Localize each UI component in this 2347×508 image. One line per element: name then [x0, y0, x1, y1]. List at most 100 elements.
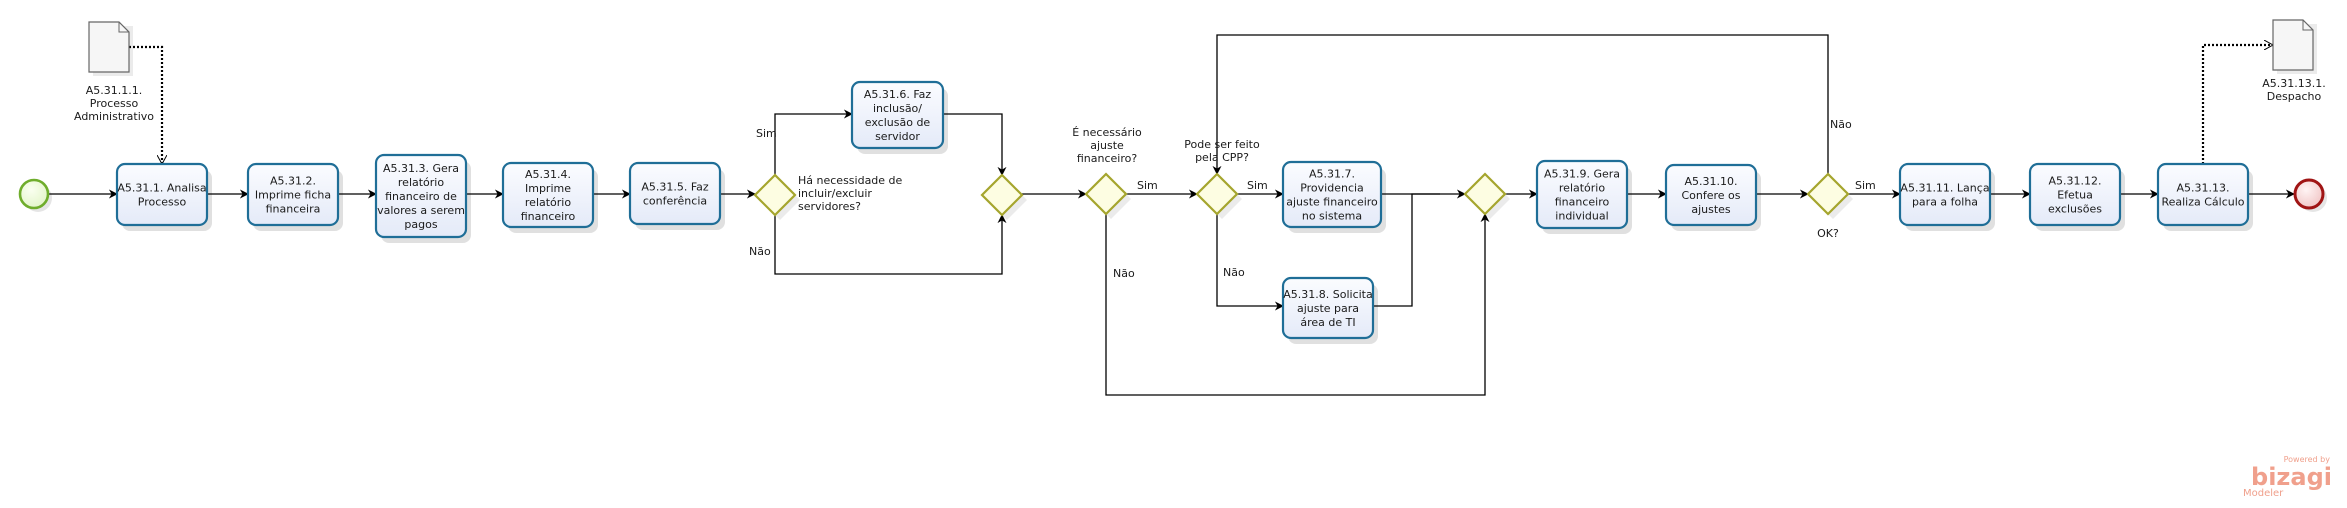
sequence-flows — [48, 34, 2295, 396]
gateway-label-line: servidores? — [798, 200, 861, 213]
task-label-line: Efetua — [2057, 189, 2093, 202]
gateway-g6[interactable] — [1806, 172, 1853, 219]
task-label-line: área de TI — [1300, 316, 1355, 329]
task-box[interactable] — [1664, 163, 1758, 227]
document-fold — [2302, 20, 2313, 31]
task-label-line: A5.31.4. — [525, 168, 571, 181]
task-label-line: relatório — [1559, 182, 1605, 195]
flow-g3-nao-g5 — [1105, 213, 1490, 396]
task-label-line: A5.31.10. — [1684, 175, 1737, 188]
end-event[interactable] — [2293, 178, 2325, 210]
task-label-line: A5.31.8. Solicita — [1283, 288, 1373, 301]
task-box[interactable] — [374, 153, 468, 239]
task-label-line: A5.31.9. Gera — [1544, 168, 1620, 181]
task-label-line: exclusão de — [865, 116, 931, 129]
task-box[interactable] — [628, 161, 722, 226]
task-label-line: Confere os — [1681, 189, 1740, 202]
task-label-line: A5.31.13. — [2176, 182, 2229, 195]
task-label-line: pagos — [404, 218, 437, 231]
task-label-line: financeiro — [1555, 196, 1610, 209]
document-label-line: Administrativo — [74, 110, 154, 123]
flow-label-g6-yes: Sim — [1855, 179, 1876, 192]
flow-label-g6-no: Não — [1830, 118, 1852, 131]
gateway-diamond[interactable] — [753, 173, 797, 217]
document-d2[interactable] — [2272, 19, 2317, 74]
gateway-g2[interactable] — [980, 173, 1027, 220]
task-label-line: financeira — [266, 203, 321, 216]
task-label-line: A5.31.3. Gera — [383, 162, 459, 175]
task-label-line: no sistema — [1302, 210, 1362, 223]
task-box[interactable] — [115, 162, 209, 227]
task-box[interactable] — [246, 162, 340, 227]
gateway-label-line: incluir/excluir — [798, 187, 872, 200]
gateway-diamond[interactable] — [980, 173, 1024, 217]
gateway-label-line: ajuste — [1090, 139, 1124, 152]
document-d1[interactable] — [88, 21, 133, 76]
gateway-g3[interactable] — [1084, 172, 1131, 219]
task-label-line: conferência — [643, 195, 707, 208]
task-box[interactable] — [1281, 276, 1375, 340]
task-t9[interactable]: A5.31.9. Gerarelatóriofinanceiroindividu… — [1535, 159, 1632, 234]
task-label-line: Realiza Cálculo — [2161, 196, 2244, 209]
task-box[interactable] — [850, 80, 945, 150]
start-event[interactable] — [18, 178, 50, 210]
task-box[interactable] — [2156, 162, 2250, 227]
watermark-product: Modeler — [2243, 488, 2284, 499]
task-label-line: individual — [1555, 210, 1608, 223]
flow-label-g4-yes: Sim — [1247, 179, 1268, 192]
task-box[interactable] — [1898, 162, 1992, 227]
gateway-diamond[interactable] — [1806, 172, 1850, 216]
watermark-powered-by: Powered by — [2284, 455, 2331, 464]
task-box[interactable] — [501, 161, 595, 229]
gateway-g4[interactable] — [1195, 172, 1242, 219]
task-label-line: valores a serem — [377, 204, 465, 217]
task-label-line: para a folha — [1912, 196, 1978, 209]
task-label-line: relatório — [398, 176, 444, 189]
watermark-brand: bizagi — [2251, 463, 2332, 491]
flow-g1-nao-g2 — [774, 214, 1007, 275]
gateway-g5[interactable] — [1463, 172, 1510, 219]
task-label-line: servidor — [875, 130, 920, 143]
task-label-line: A5.31.5. Faz — [641, 181, 709, 194]
document-label-line: Processo — [90, 97, 139, 110]
task-label-line: financeiro de — [385, 190, 457, 203]
gateway-label-line: É necessário — [1072, 126, 1142, 139]
nodes: A5.31.1. AnalisaProcessoA5.31.2.Imprime … — [18, 19, 2327, 344]
gateway-label-line: pela CPP? — [1195, 151, 1249, 164]
task-label-line: inclusão/ — [873, 102, 922, 115]
document-label-line: A5.31.1.1. — [86, 84, 143, 97]
gateway-diamond[interactable] — [1195, 172, 1239, 216]
task-t13[interactable]: A5.31.13.Realiza Cálculo — [2156, 162, 2253, 231]
gateway-diamond[interactable] — [1084, 172, 1128, 216]
task-label-line: A5.31.1. Analisa — [117, 182, 206, 195]
association-d1-t1 — [129, 45, 162, 164]
document-icon[interactable] — [88, 21, 130, 73]
flow-label-g3-yes: Sim — [1137, 179, 1158, 192]
task-label-line: Imprime ficha — [255, 189, 331, 202]
task-box[interactable] — [1535, 159, 1629, 230]
gateway-diamond[interactable] — [1463, 172, 1507, 216]
task-label-line: A5.31.12. — [2048, 175, 2101, 188]
flow-t8-g5 — [1373, 193, 1440, 307]
task-box[interactable] — [2028, 162, 2122, 227]
flow-label-g4-no: Não — [1223, 266, 1245, 279]
associations — [129, 45, 2273, 164]
task-box[interactable] — [1281, 160, 1383, 229]
task-label-line: exclusões — [2048, 203, 2102, 216]
gateway-g1[interactable] — [753, 173, 800, 220]
association-t13-d2 — [2201, 45, 2273, 164]
document-icon[interactable] — [2272, 19, 2314, 71]
task-label-line: financeiro — [521, 210, 576, 223]
gateway-label-line: Pode ser feito — [1184, 138, 1260, 151]
